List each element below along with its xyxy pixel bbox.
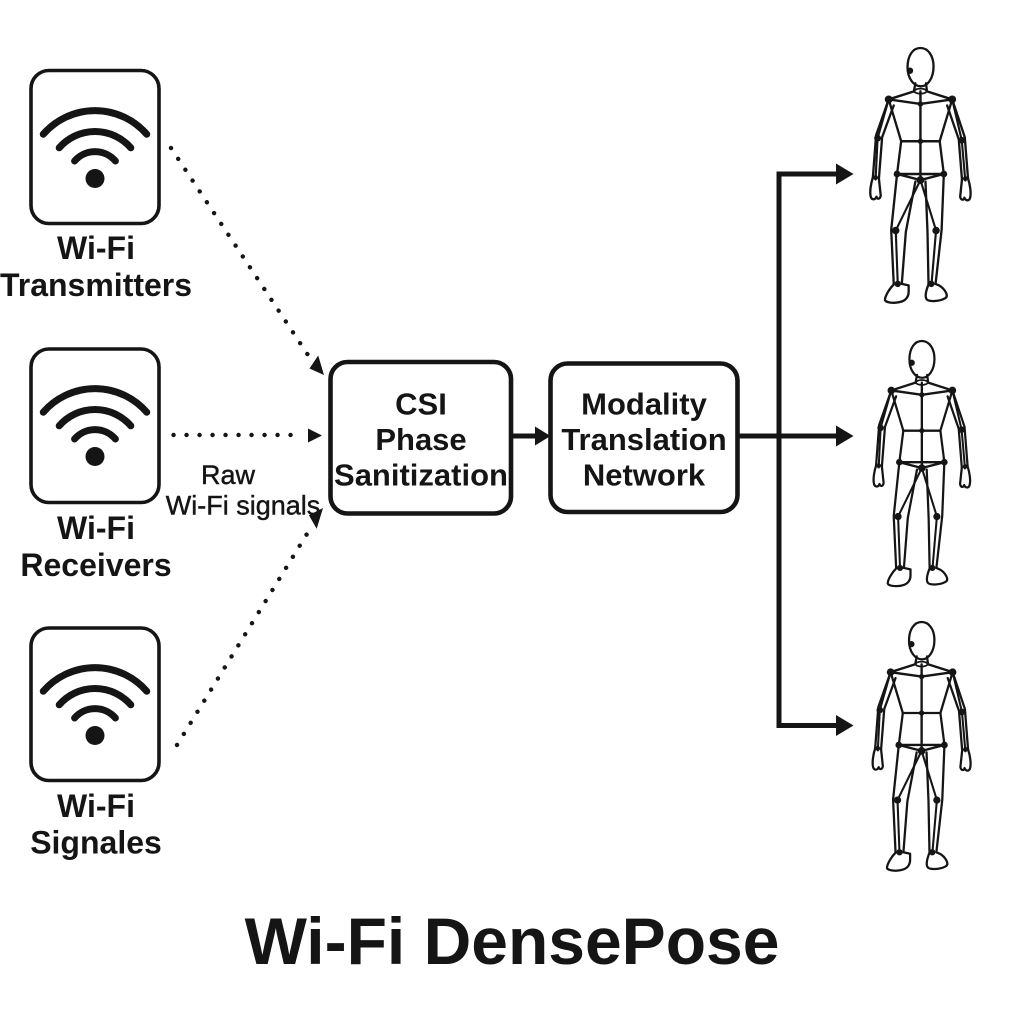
svg-text:CSI: CSI (395, 387, 447, 422)
svg-text:Wi-Fi signals: Wi-Fi signals (166, 491, 321, 521)
svg-text:Modality: Modality (581, 387, 707, 422)
svg-text:Wi-Fi: Wi-Fi (57, 230, 135, 266)
svg-text:Sanitization: Sanitization (334, 458, 508, 493)
svg-text:Raw: Raw (201, 460, 256, 490)
svg-text:Receivers: Receivers (20, 547, 171, 583)
svg-text:Signales: Signales (30, 825, 162, 861)
svg-text:Network: Network (583, 458, 706, 493)
svg-text:Transmitters: Transmitters (0, 267, 192, 303)
svg-text:Wi-Fi DensePose: Wi-Fi DensePose (245, 904, 780, 978)
svg-text:Phase: Phase (375, 422, 466, 457)
svg-text:Translation: Translation (561, 422, 726, 457)
svg-text:Wi-Fi: Wi-Fi (57, 510, 135, 546)
svg-text:Wi-Fi: Wi-Fi (57, 788, 135, 824)
